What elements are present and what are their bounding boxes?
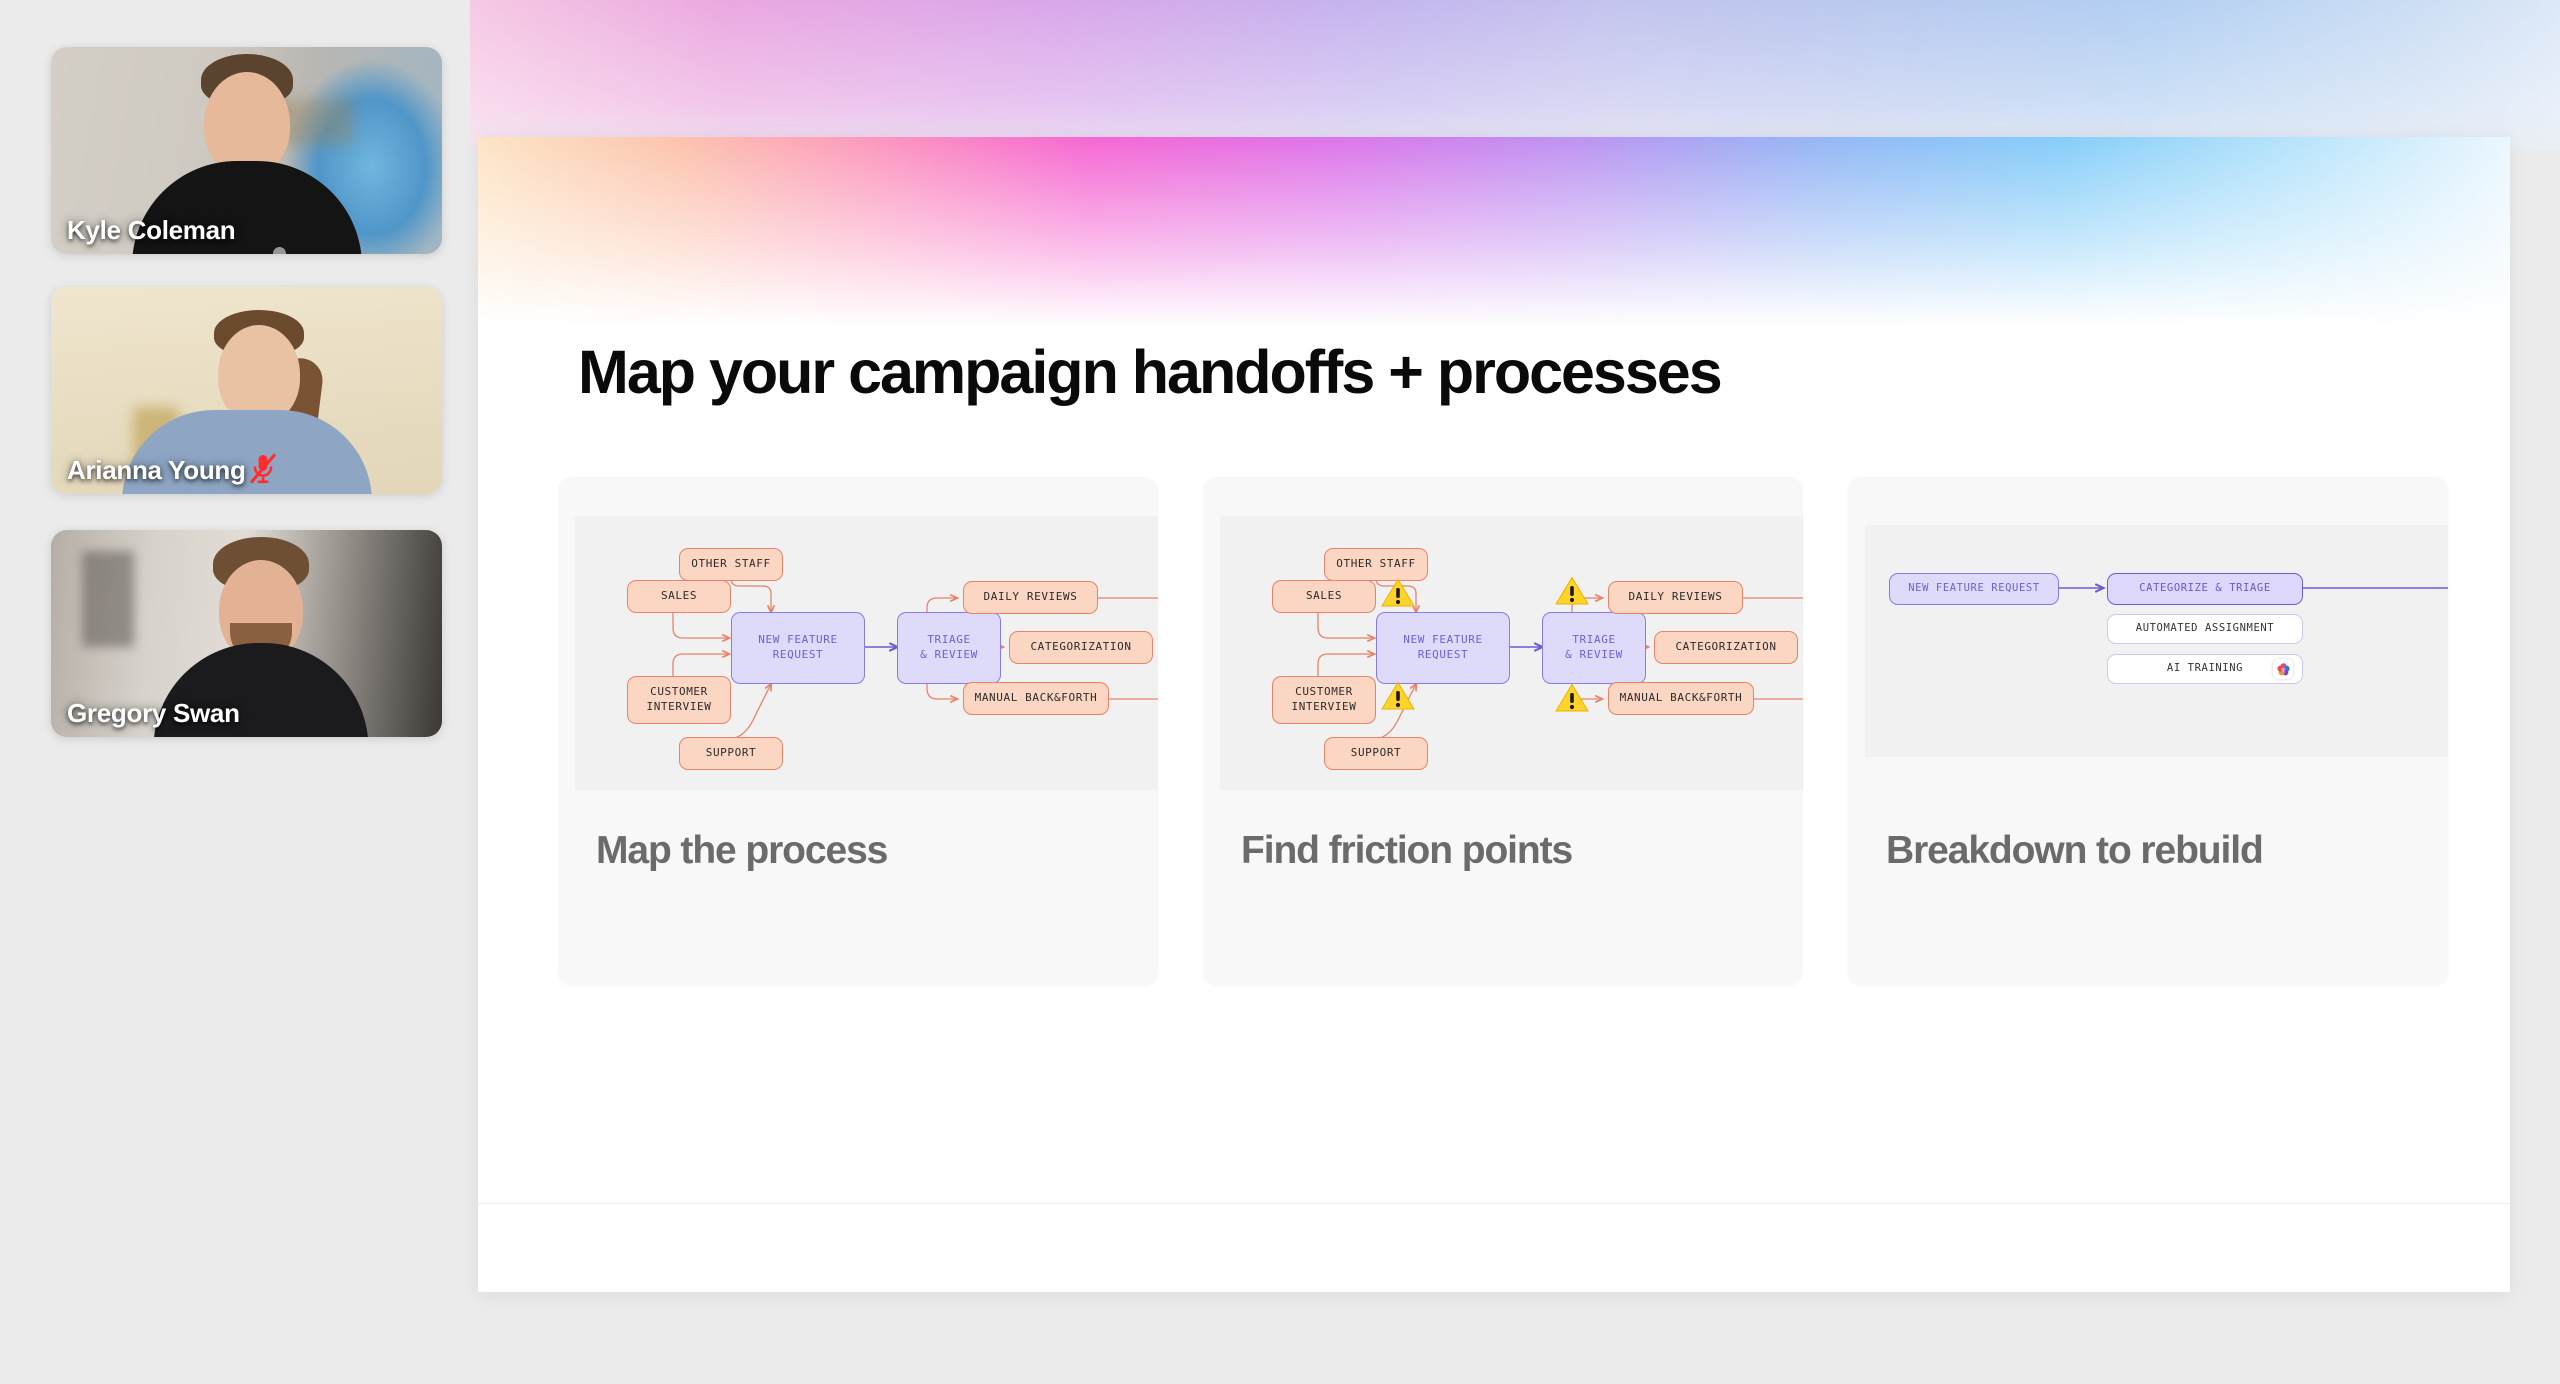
node-categorize-triage[interactable]: CATEGORIZE & TRIAGE [2107, 573, 2303, 605]
node-support[interactable]: SUPPORT [1324, 737, 1428, 770]
node-customer-interview[interactable]: CUSTOMER INTERVIEW [627, 676, 731, 724]
participant-name-label: Arianna Young [67, 455, 246, 485]
presentation-slide: Map your campaign handoffs + processes [478, 137, 2510, 1292]
node-automated-assignment[interactable]: AUTOMATED ASSIGNMENT [2107, 614, 2303, 644]
head-shape [217, 325, 300, 424]
participant-silhouette [51, 530, 442, 737]
card-caption: Breakdown to rebuild [1886, 829, 2264, 872]
slide-header-gradient-fade [478, 137, 2510, 327]
node-sales[interactable]: SALES [1272, 580, 1376, 613]
ambient-gradient-fade [470, 0, 2560, 150]
node-other-staff[interactable]: OTHER STAFF [679, 548, 783, 581]
card-caption: Map the process [596, 829, 888, 872]
node-customer-interview[interactable]: CUSTOMER INTERVIEW [1272, 676, 1376, 724]
torso-shape [121, 410, 372, 494]
diagram-find-friction-points: OTHER STAFF SALES CUSTOMER INTERVIEW SUP… [1220, 516, 1803, 790]
participant-silhouette [51, 47, 442, 254]
participant-tile-kyle-coleman[interactable]: Kyle Coleman [51, 47, 442, 254]
diagram-map-the-process: OTHER STAFF SALES CUSTOMER INTERVIEW SUP… [575, 516, 1158, 790]
node-categorization[interactable]: CATEGORIZATION [1654, 631, 1798, 664]
node-categorization[interactable]: CATEGORIZATION [1009, 631, 1153, 664]
node-new-feature-request[interactable]: NEW FEATURE REQUEST [1376, 612, 1510, 684]
head-shape [203, 72, 290, 176]
node-triage-review[interactable]: TRIAGE & REVIEW [897, 612, 1001, 684]
diagram-breakdown-to-rebuild: NEW FEATURE REQUEST CATEGORIZE & TRIAGE … [1865, 525, 2448, 757]
node-manual-back-forth[interactable]: MANUAL BACK&FORTH [1608, 682, 1754, 715]
node-new-feature-request[interactable]: NEW FEATURE REQUEST [1889, 573, 2059, 605]
card-breakdown-to-rebuild[interactable]: NEW FEATURE REQUEST CATEGORIZE & TRIAGE … [1848, 477, 2448, 985]
node-daily-reviews[interactable]: DAILY REVIEWS [963, 581, 1098, 614]
ai-sparkle-icon [2273, 659, 2293, 679]
card-caption: Find friction points [1241, 829, 1573, 872]
node-sales[interactable]: SALES [627, 580, 731, 613]
participant-name-label: Gregory Swan [67, 698, 240, 728]
participant-tile-arianna-young[interactable]: Arianna Young [51, 287, 442, 494]
card-map-the-process[interactable]: OTHER STAFF SALES CUSTOMER INTERVIEW SUP… [558, 477, 1158, 985]
card-find-friction-points[interactable]: OTHER STAFF SALES CUSTOMER INTERVIEW SUP… [1203, 477, 1803, 985]
participant-tile-gregory-swan[interactable]: Gregory Swan [51, 530, 442, 737]
participant-name-label: Kyle Coleman [67, 215, 236, 245]
node-new-feature-request[interactable]: NEW FEATURE REQUEST [731, 612, 865, 684]
mic-muted-icon [248, 452, 278, 486]
node-triage-review[interactable]: TRIAGE & REVIEW [1542, 612, 1646, 684]
shirt-logo-icon [272, 247, 286, 254]
participant-silhouette [51, 287, 442, 494]
node-ai-training-label: AI TRAINING [2166, 662, 2244, 675]
slide-title: Map your campaign handoffs + processes [578, 338, 1723, 406]
node-daily-reviews[interactable]: DAILY REVIEWS [1608, 581, 1743, 614]
node-other-staff[interactable]: OTHER STAFF [1324, 548, 1428, 581]
node-support[interactable]: SUPPORT [679, 737, 783, 770]
slide-footer-divider [478, 1203, 2510, 1204]
participant-video-rail: Kyle Coleman Arianna Young [0, 0, 470, 1384]
node-ai-training[interactable]: AI TRAINING [2107, 654, 2303, 684]
node-manual-back-forth[interactable]: MANUAL BACK&FORTH [963, 682, 1109, 715]
